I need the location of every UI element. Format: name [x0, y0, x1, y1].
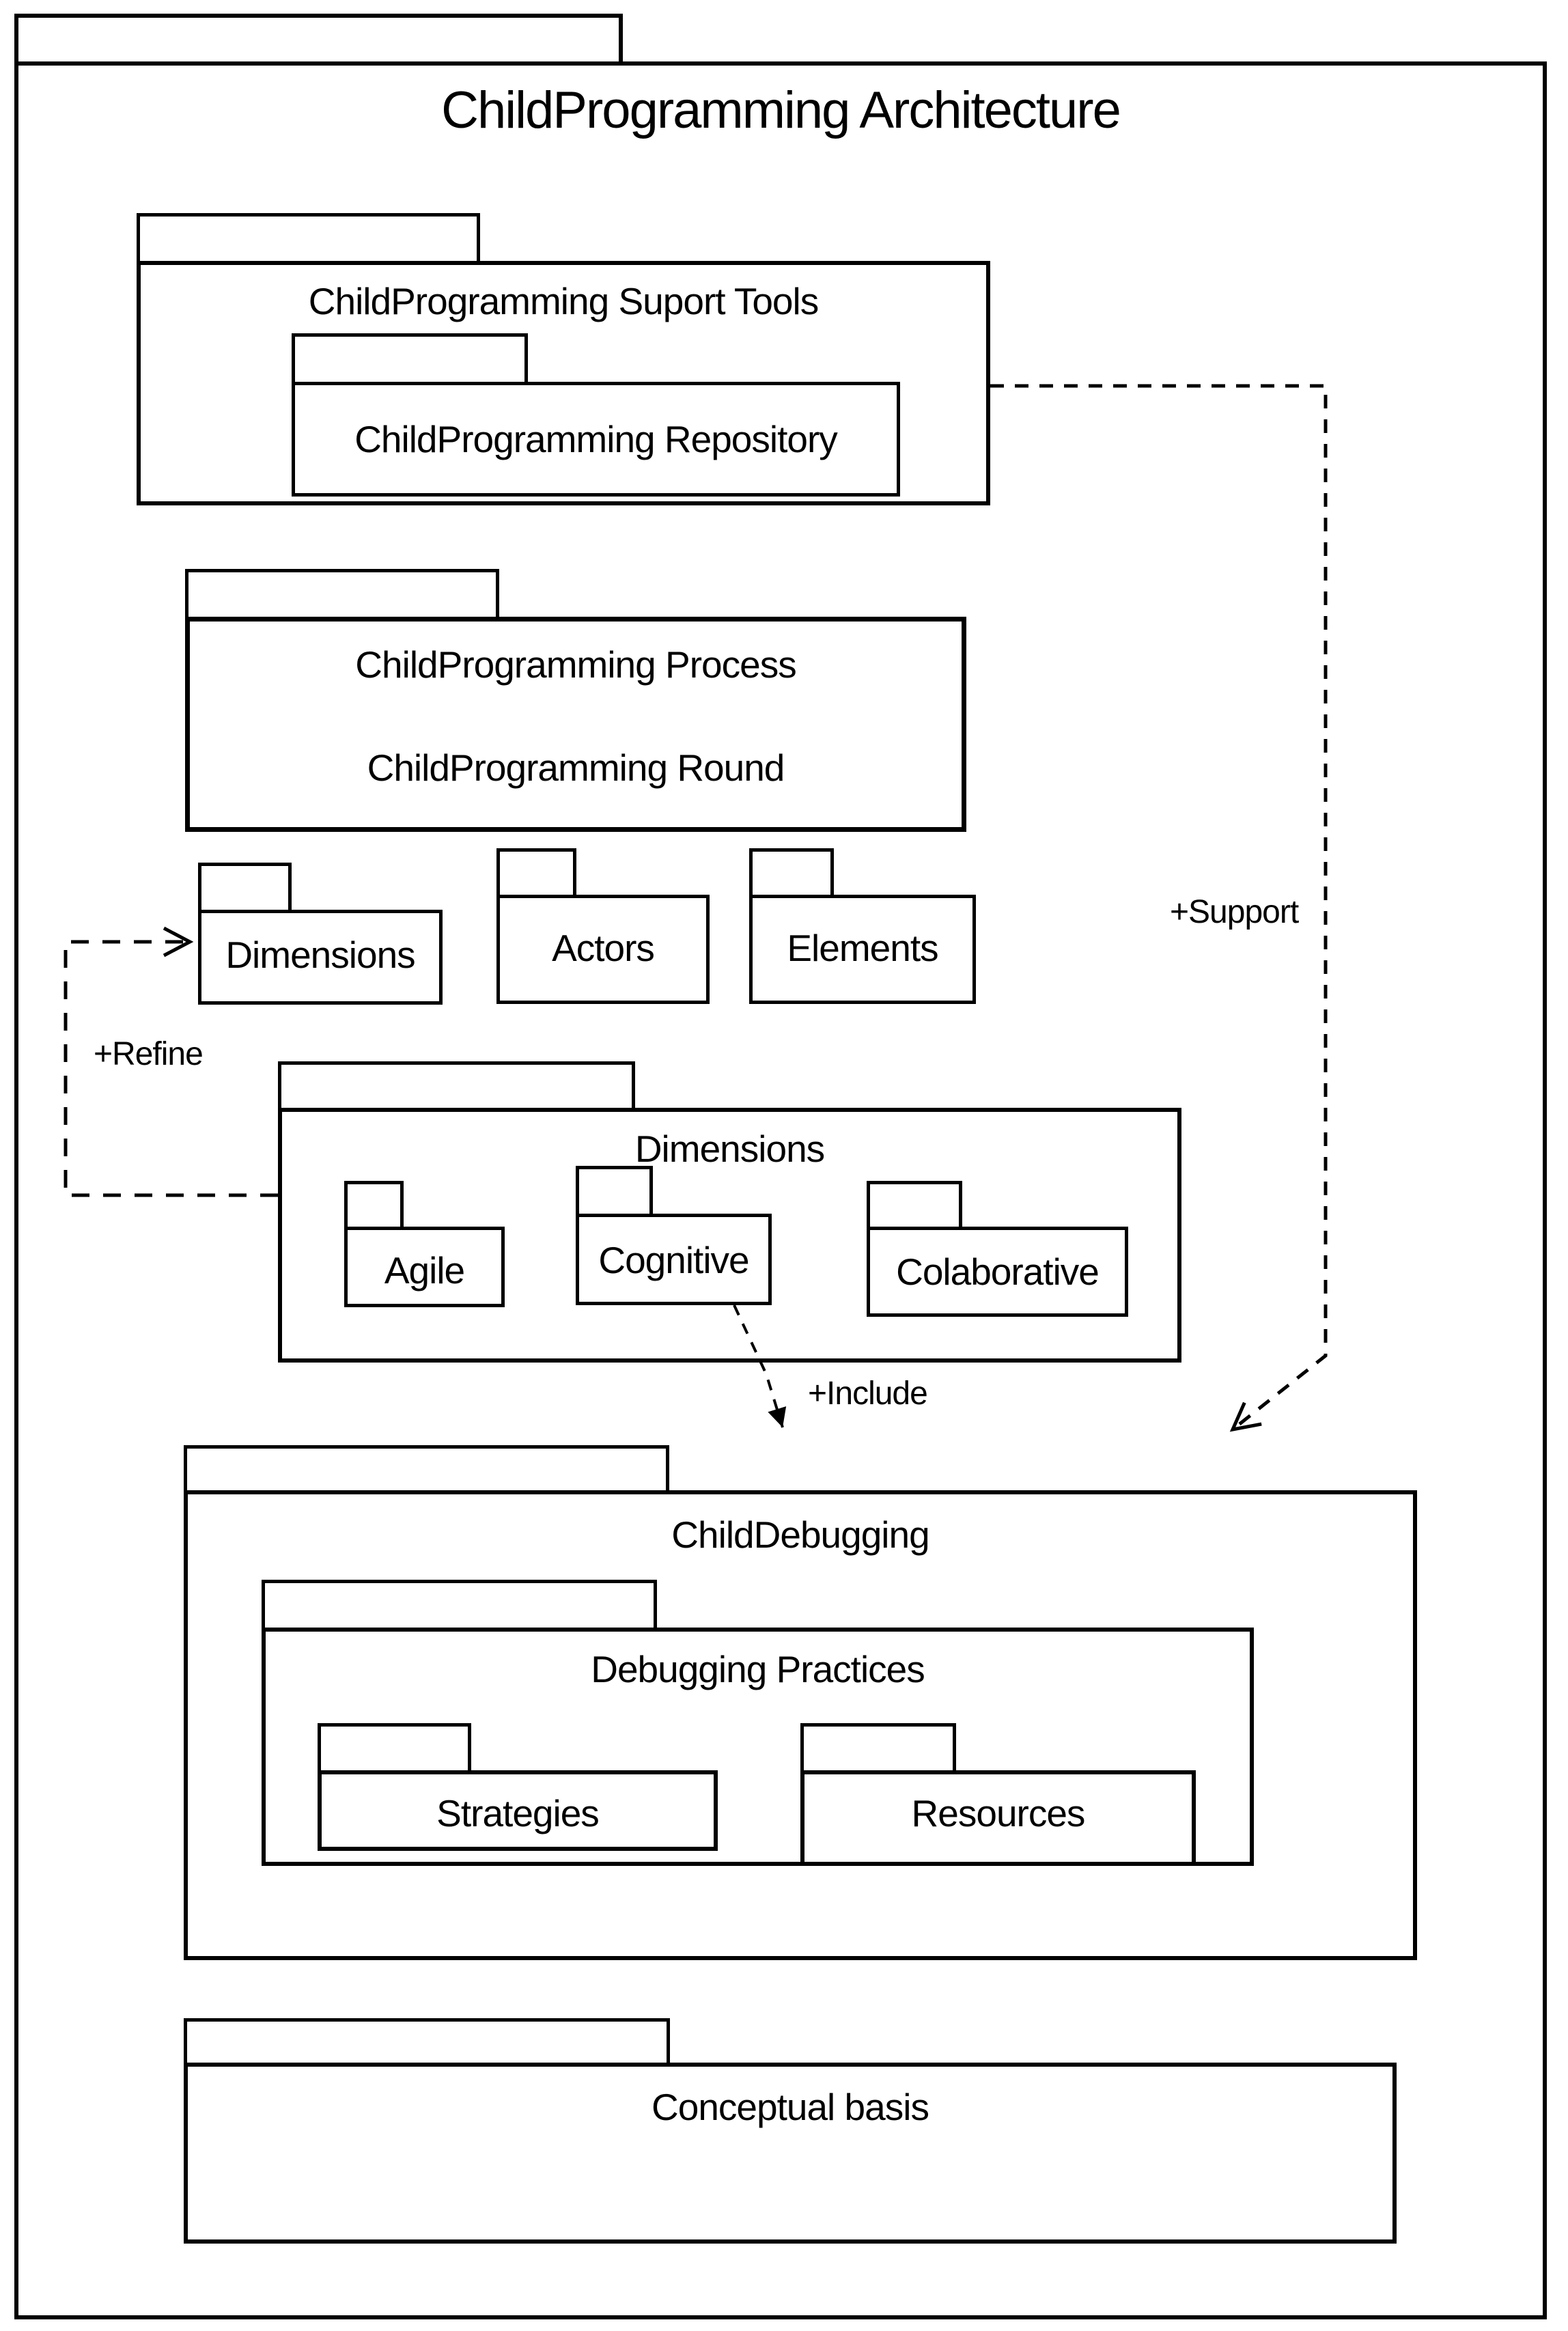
suport-tools-label: ChildProgramming Suport Tools — [308, 280, 819, 322]
dimensions-big-package-tab — [278, 1061, 635, 1108]
process-package-tab — [185, 569, 499, 617]
elements-package-body — [749, 895, 976, 1004]
architecture-package-tab — [14, 14, 623, 61]
conceptual-basis-package-body — [184, 2063, 1397, 2244]
colaborative-label: Colaborative — [896, 1251, 1100, 1293]
support-connector-label: +Support — [1170, 894, 1299, 930]
actors-package-body — [496, 895, 710, 1004]
repository-package-tab — [292, 333, 528, 382]
elements-label: Elements — [787, 927, 938, 969]
strategies-package-tab — [318, 1723, 471, 1770]
dimensions-small-label: Dimensions — [225, 934, 415, 976]
debugging-practices-label: Debugging Practices — [591, 1648, 925, 1690]
dimensions-big-label: Dimensions — [634, 1128, 825, 1170]
agile-package-body — [344, 1227, 505, 1307]
repository-package-body — [292, 382, 900, 497]
agile-label: Agile — [384, 1249, 465, 1292]
cognitive-package-body — [576, 1214, 772, 1305]
child-debugging-label: ChildDebugging — [671, 1513, 929, 1556]
agile-package-tab — [344, 1181, 404, 1227]
refine-connector-label: +Refine — [94, 1036, 204, 1072]
conceptual-basis-label: Conceptual basis — [652, 2086, 929, 2128]
elements-package-tab — [749, 848, 834, 895]
debugging-practices-package-tab — [262, 1580, 657, 1628]
resources-package-body — [800, 1770, 1196, 1866]
include-connector-label: +Include — [808, 1376, 928, 1412]
process-round-label: ChildProgramming Round — [367, 746, 785, 789]
actors-label: Actors — [552, 927, 655, 969]
repository-label: ChildProgramming Repository — [354, 418, 838, 460]
cognitive-label: Cognitive — [598, 1239, 749, 1281]
strategies-label: Strategies — [436, 1792, 600, 1834]
process-label: ChildProgramming Process — [355, 643, 796, 686]
resources-label: Resources — [911, 1792, 1086, 1834]
strategies-package-body — [318, 1770, 718, 1851]
suport-tools-package-tab — [137, 213, 480, 261]
child-debugging-package-tab — [184, 1445, 669, 1490]
dimensions-small-package-tab — [198, 863, 292, 910]
actors-package-tab — [496, 848, 576, 895]
process-package-body — [185, 617, 966, 832]
cognitive-package-tab — [576, 1166, 653, 1214]
conceptual-basis-package-tab — [184, 2018, 670, 2063]
diagram-title: ChildProgramming Architecture — [441, 81, 1121, 139]
colaborative-package-tab — [867, 1181, 962, 1227]
resources-package-tab — [800, 1723, 956, 1770]
